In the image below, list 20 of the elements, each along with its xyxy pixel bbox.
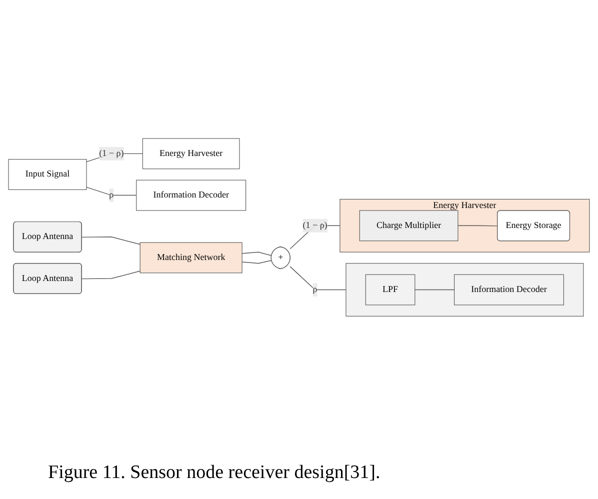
connector: [458, 225, 498, 226]
node-box: Information Decoder: [454, 274, 564, 306]
figure-caption: Figure 11. Sensor node receiver design[31].: [48, 462, 380, 484]
connector: [82, 236, 140, 245]
edge-label: (1 − ρ): [99, 148, 124, 158]
edge-label: ρ: [109, 190, 114, 200]
cluster: [346, 263, 584, 317]
edge-label: ρ: [312, 284, 318, 294]
node-box: LPF: [365, 274, 416, 306]
node-box: Energy Harvester: [142, 138, 240, 170]
node-box: Information Decoder: [136, 180, 246, 211]
connector: [242, 260, 272, 264]
edge-label: (1 − ρ): [302, 220, 328, 230]
node-box: Matching Network: [140, 242, 242, 274]
connector: [86, 186, 137, 196]
connector: [290, 266, 346, 290]
node-box: Charge Multiplier: [359, 210, 458, 242]
node-box: Input Signal: [8, 159, 87, 190]
connector: [242, 252, 272, 256]
connector: [82, 270, 140, 280]
